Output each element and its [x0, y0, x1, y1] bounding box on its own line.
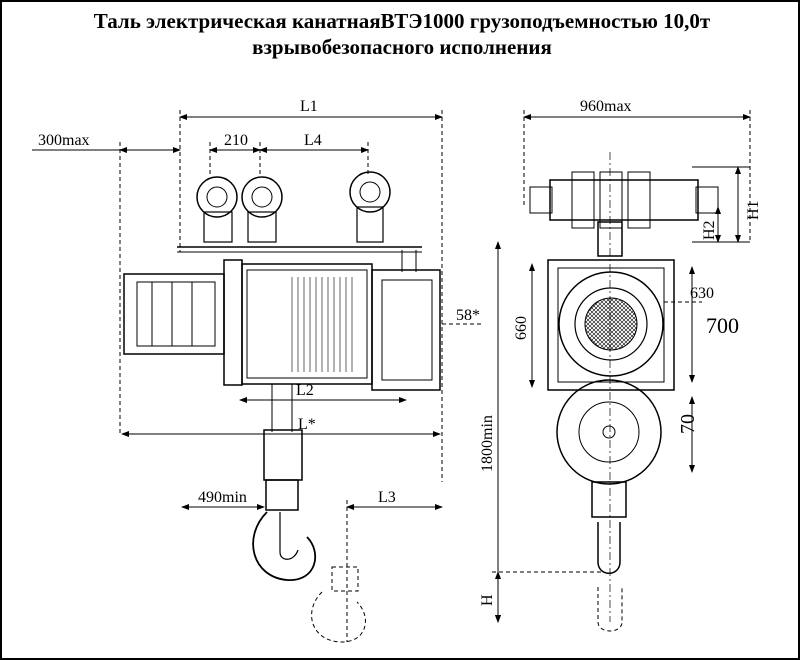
front-view: [492, 110, 751, 632]
label-h2: H2: [701, 220, 718, 240]
label-l2: L2: [296, 382, 314, 399]
label-630: 630: [690, 285, 714, 302]
label-lstar: L*: [298, 416, 316, 433]
label-210: 210: [224, 132, 248, 149]
drawing-title: Таль электрическая канатнаяВТЭ1000 грузо…: [2, 8, 800, 60]
side-view: [32, 110, 484, 643]
title-line-1: Таль электрическая канатнаяВТЭ1000 грузо…: [93, 9, 711, 33]
dimension-labels: L1 300max 210 L4 58* L2 L* 490min L3 960…: [38, 98, 762, 606]
label-300max: 300max: [38, 132, 90, 149]
label-58: 58*: [456, 307, 480, 324]
label-l3: L3: [378, 489, 396, 506]
label-70: 70: [677, 414, 699, 434]
label-700: 700: [706, 313, 739, 338]
label-660: 660: [513, 316, 530, 340]
label-h1: H1: [745, 200, 762, 220]
label-h: H: [479, 594, 496, 606]
title-line-2: взрывобезопасного исполнения: [252, 35, 552, 59]
label-490min: 490min: [198, 489, 247, 506]
label-l1: L1: [300, 98, 318, 115]
label-960max: 960max: [580, 98, 632, 115]
label-l4: L4: [304, 132, 322, 149]
label-1800min: 1800min: [479, 415, 496, 472]
